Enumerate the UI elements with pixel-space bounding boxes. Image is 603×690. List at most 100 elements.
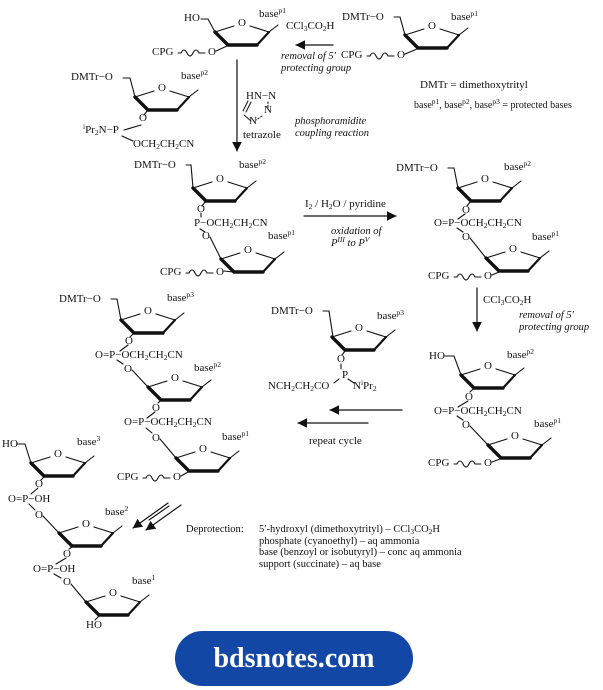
i-3o: O <box>35 478 43 490</box>
arr4-reagent: CCl3CO2H <box>483 294 532 307</box>
bond-lines <box>16 16 501 621</box>
f-phos: O=P−OCH2CH2CN <box>434 405 522 418</box>
a-5oh: HO <box>184 12 200 24</box>
i-base1: base1 <box>132 573 156 587</box>
e-5o: O <box>462 231 470 243</box>
d-base1: basep1 <box>268 228 296 242</box>
h-3o2: O <box>152 402 160 414</box>
arr4-note2: protecting group <box>519 322 590 333</box>
h-phos1: O=P−OCH2CH2CN <box>95 349 183 362</box>
f-cpg: CPG <box>428 457 450 469</box>
h-3o: O <box>125 335 133 347</box>
h-5o2: O <box>152 432 160 444</box>
i-3oh: HO <box>86 619 102 631</box>
ox-note1: oxidation of <box>331 226 382 237</box>
tz-label: tetrazole <box>243 129 281 141</box>
i-phos1: O=P−OH <box>8 493 51 505</box>
dep-line2: phosphate (cyanoethyl) – aq ammonia <box>259 536 420 547</box>
ox-note2: PIII to PV <box>331 235 370 249</box>
d-cpg: CPG <box>160 266 182 278</box>
f-base2: basep2 <box>507 347 535 361</box>
g-dmtr: DMTr−O <box>271 305 313 317</box>
d-ring2-o: O <box>244 244 252 256</box>
i-5o: O <box>35 509 43 521</box>
tz-hnn: HN−N <box>246 90 277 102</box>
arr1-note1: removal of 5′ <box>281 51 336 62</box>
tz-n2: N <box>249 115 257 127</box>
i-ring1-o: O <box>54 448 62 460</box>
i-phos2: O=P−OH <box>33 563 76 575</box>
site-banner-text: bdsnotes.com <box>213 642 375 674</box>
dep-line1: 5′-hydroxyl (dimethoxytrityl) – CCl3CO2H <box>259 524 441 536</box>
h-phos2: O=P−OCH2CH2CN <box>124 416 212 429</box>
g-3o: O <box>337 353 345 365</box>
e-dmtr: DMTr−O <box>396 162 438 174</box>
b-base: basep1 <box>451 9 479 23</box>
c-base: basep2 <box>181 68 209 82</box>
coupling-note2: coupling reaction <box>295 128 369 139</box>
h-ring2-o: O <box>171 372 179 384</box>
arr1-note2: protecting group <box>281 63 352 74</box>
coupling-note1: phosphoramidite <box>295 116 367 127</box>
c-dmtr: DMTr−O <box>71 71 113 83</box>
reaction-arrows <box>132 40 482 531</box>
g-ring-o: O <box>355 322 363 334</box>
b-dmtr: DMTr−O <box>342 11 384 23</box>
d-base2: basep2 <box>239 157 267 171</box>
e-ring1-o: O <box>481 173 489 185</box>
d-ring1-o: O <box>216 173 224 185</box>
e-base2: basep2 <box>504 159 532 173</box>
i-5o2: O <box>63 576 71 588</box>
a-base: basep1 <box>259 6 287 20</box>
h-dmtr: DMTr−O <box>59 293 101 305</box>
e-ring2-o: O <box>509 243 517 255</box>
h-base1: basep1 <box>222 429 250 443</box>
deprotection-arrow-1 <box>145 504 182 531</box>
f-5oh: HO <box>429 350 445 362</box>
c-ring-o: O <box>158 82 166 94</box>
b-ring-o: O <box>428 20 436 32</box>
h-ring1-o: O <box>144 305 152 317</box>
b-cpg: CPG <box>341 49 363 61</box>
a-3o: O <box>208 46 216 58</box>
arr1-reagent: CCl3CO2H <box>286 20 335 33</box>
g-p: P <box>342 369 349 381</box>
f-ring2-o: O <box>511 430 519 442</box>
dep-line3: base (benzoyl or isobutyryl) – conc aq a… <box>259 547 462 558</box>
h-cpg: CPG <box>117 471 139 483</box>
i-ring2-o: O <box>82 518 90 530</box>
dep-line4: support (succinate) – aq base <box>259 559 381 570</box>
i-ring3-o: O <box>109 587 117 599</box>
b-3o: O <box>397 49 405 61</box>
tetrazole-structure <box>242 100 269 122</box>
d-phos: P−OCH2CH2CN <box>194 217 268 230</box>
g-nce: NCH2CH2CO <box>268 380 330 393</box>
arr4-note1: removal of 5′ <box>519 310 574 321</box>
f-3o2: O <box>484 457 492 469</box>
f-ring1-o: O <box>484 360 492 372</box>
i-base3: base3 <box>77 434 101 448</box>
d-dmtr: DMTr−O <box>134 159 176 171</box>
dep-title: Deprotection: <box>186 524 244 535</box>
legend-dmtr: DMTr = dimethoxytrityl <box>420 79 528 91</box>
legend-bases: basep1, basep2, basep3 = protected bases <box>414 97 572 111</box>
a-ring-o: O <box>238 17 246 29</box>
i-base2: base2 <box>105 504 129 518</box>
f-5o: O <box>462 419 470 431</box>
c-ocn: OCH2CH2CN <box>133 138 195 151</box>
c-phos: iPr2N−P <box>83 122 119 137</box>
a-cpg: CPG <box>152 46 174 58</box>
i-3o2: O <box>63 548 71 560</box>
f-base1: basep1 <box>534 416 562 430</box>
g-base3: basep3 <box>377 308 405 322</box>
e-3o: O <box>462 204 470 216</box>
h-base3: basep3 <box>167 290 195 304</box>
deprotection-arrow-2 <box>132 502 169 529</box>
f-3o: O <box>465 391 473 403</box>
e-cpg: CPG <box>428 270 450 282</box>
h-base2: basep2 <box>194 360 222 374</box>
h-ring3-o: O <box>199 443 207 455</box>
site-banner: bdsnotes.com <box>175 631 413 686</box>
